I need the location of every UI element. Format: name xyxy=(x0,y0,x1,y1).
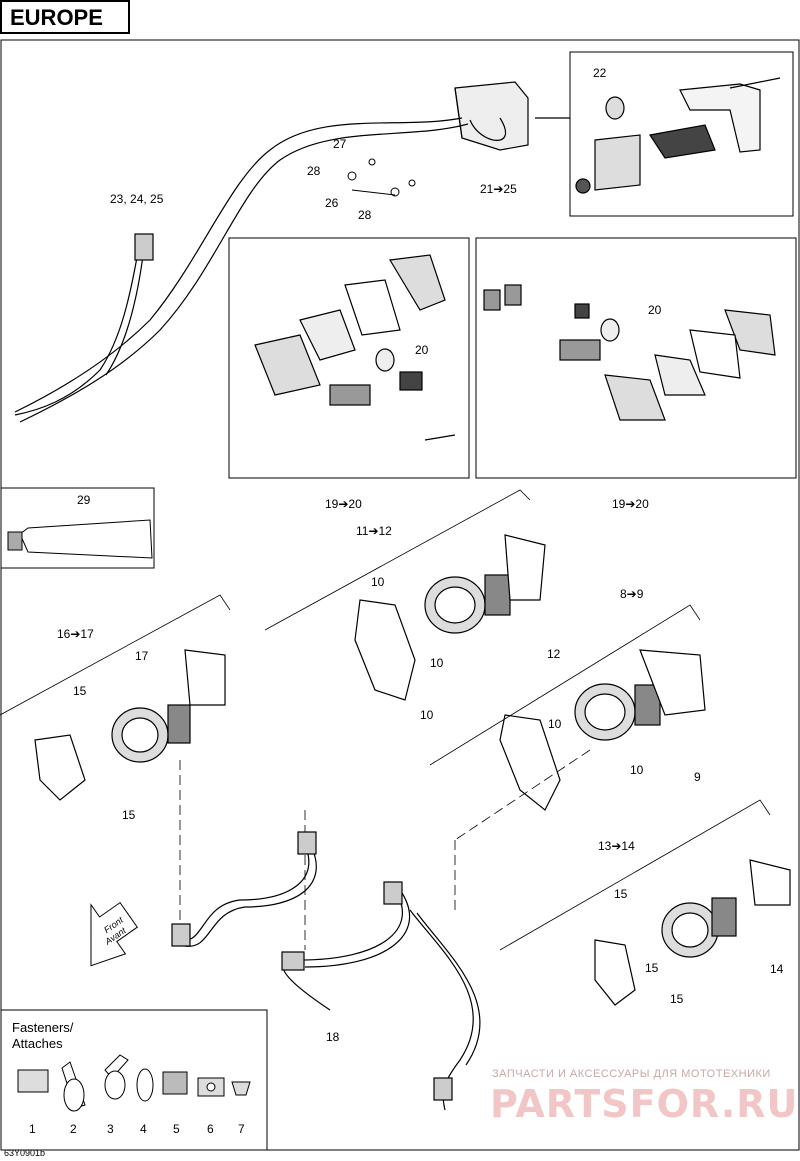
lubricant-inset xyxy=(0,487,155,569)
callout-19-20a: 19➔20 xyxy=(325,497,362,511)
callout-8-9: 8➔9 xyxy=(620,587,644,601)
callout-21-25: 21➔25 xyxy=(480,182,517,196)
callout-15c: 15 xyxy=(614,887,628,901)
fastener-7-label: 7 xyxy=(238,1122,245,1136)
figure-code: 63Y0901b xyxy=(4,1148,46,1158)
callout-19-20b: 19➔20 xyxy=(612,497,649,511)
callout-29: 29 xyxy=(77,493,91,507)
callout-22: 22 xyxy=(593,66,607,80)
front-harness xyxy=(171,831,481,1111)
turn-signal-left xyxy=(254,254,456,441)
watermark-caption: ЗАПЧАСТИ И АКСЕССУАРЫ ДЛЯ МОТОТЕХНИКИ xyxy=(492,1068,771,1080)
turn-signal-right-inset xyxy=(475,237,797,479)
diagram-frame xyxy=(0,39,800,1151)
callout-17: 17 xyxy=(135,649,149,663)
callout-15a: 15 xyxy=(73,684,87,698)
turn-signal-left-inset xyxy=(228,237,470,479)
fastener-3-label: 3 xyxy=(107,1122,114,1136)
lubricant-tube xyxy=(7,519,153,559)
callout-23-25: 23, 24, 25 xyxy=(110,192,164,206)
region-title: EUROPE xyxy=(0,0,130,34)
callout-28a: 28 xyxy=(307,164,321,178)
callout-10a: 10 xyxy=(371,575,385,589)
callout-18: 18 xyxy=(326,1030,340,1044)
callout-16-17: 16➔17 xyxy=(57,627,94,641)
fasteners-inset xyxy=(0,1009,268,1151)
taillight-inset xyxy=(569,51,794,217)
callout-10b: 10 xyxy=(430,656,444,670)
callout-26: 26 xyxy=(325,196,339,210)
callout-20b: 20 xyxy=(648,303,662,317)
fasteners-icons xyxy=(17,1054,251,1112)
callout-10c: 10 xyxy=(420,708,434,722)
fastener-4-label: 4 xyxy=(140,1122,147,1136)
callout-15d: 15 xyxy=(645,961,659,975)
front-arrow-icon xyxy=(90,901,138,967)
callout-12: 12 xyxy=(547,647,561,661)
fastener-1-label: 1 xyxy=(29,1122,36,1136)
callout-20a: 20 xyxy=(415,343,429,357)
fastener-2-label: 2 xyxy=(70,1122,77,1136)
callout-28b: 28 xyxy=(358,208,372,222)
rear-harness xyxy=(14,117,507,423)
callout-9: 9 xyxy=(694,770,701,784)
fasteners-title: Fasteners/ Attaches xyxy=(12,1020,74,1051)
hardware-26-28 xyxy=(347,158,416,197)
callout-10d: 10 xyxy=(548,717,562,731)
fastener-5-label: 5 xyxy=(173,1122,180,1136)
turn-signal-right xyxy=(483,284,776,421)
callout-14: 14 xyxy=(770,962,784,976)
fastener-6-label: 6 xyxy=(207,1122,214,1136)
callout-13-14: 13➔14 xyxy=(598,839,635,853)
callout-15b: 15 xyxy=(122,808,136,822)
callout-11-12: 11➔12 xyxy=(356,524,392,538)
watermark-logo: PARTSFOR.RU xyxy=(490,1082,799,1126)
group-brackets xyxy=(0,489,771,951)
taillight-assembly xyxy=(454,77,781,194)
callout-27: 27 xyxy=(333,137,347,151)
callout-15e: 15 xyxy=(670,992,684,1006)
headlights xyxy=(34,534,791,1006)
callout-10e: 10 xyxy=(630,763,644,777)
